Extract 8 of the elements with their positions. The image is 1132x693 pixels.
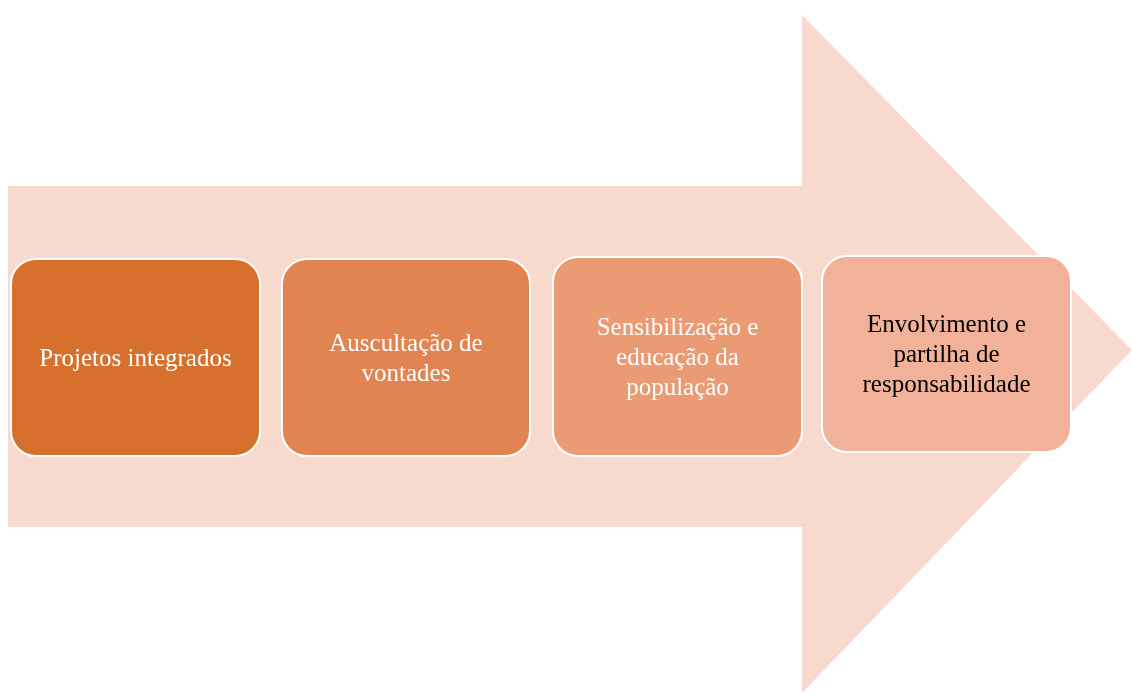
step-label: Sensibilização e educação da população xyxy=(595,311,760,402)
step-label: Auscultação de vontades xyxy=(328,327,484,388)
process-box xyxy=(552,256,803,457)
process-box xyxy=(10,258,261,457)
process-box xyxy=(821,255,1072,453)
step-label: Projetos integrados xyxy=(39,342,232,373)
process-box xyxy=(281,258,531,457)
step-label: Envolvimento e partilha de responsabilidade xyxy=(861,309,1032,399)
